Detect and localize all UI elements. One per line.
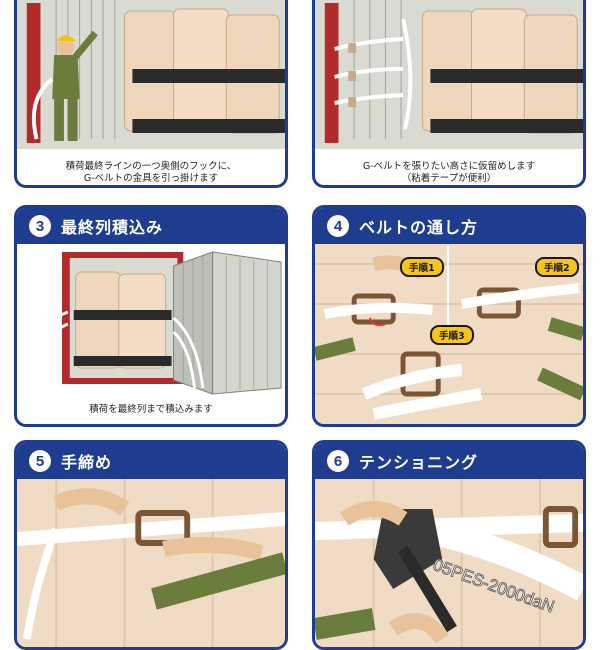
caption-line-2: G-ベルトの金具を引っ掛けます	[83, 173, 219, 184]
panel-step-2: G-ベルトを張りたい高さに仮留めします （粘着テープが便利）	[312, 0, 586, 188]
illustration-ratchet-tensioning	[315, 479, 583, 647]
caption-line-2: （粘着テープが便利）	[401, 173, 497, 184]
panel-header: 5 手締め	[17, 443, 285, 479]
panel-step-5: 5 手締め	[14, 440, 288, 650]
illustration-hook-belt	[17, 0, 285, 149]
caption-line-1: 積荷を最終列まで積込みます	[89, 404, 213, 415]
step-number-badge: 5	[29, 450, 51, 472]
panel-step-6: 6 テンショニング 05PES-2000daN	[312, 440, 586, 650]
caption-step-3: 積荷を最終列まで積込みます	[17, 404, 285, 416]
caption-step-1: 積荷最終ラインの一つ奥側のフックに、 G-ベルトの金具を引っ掛けます	[17, 161, 285, 185]
panel-title: 手締め	[61, 453, 113, 472]
panel-header: 4 ベルトの通し方	[315, 208, 583, 244]
illustration-hand-tightening	[17, 479, 285, 647]
panel-step-1: 積荷最終ラインの一つ奥側のフックに、 G-ベルトの金具を引っ掛けます	[14, 0, 288, 188]
step-number-badge: 6	[327, 450, 349, 472]
illustration-final-row-loading	[17, 248, 285, 398]
caption-line-1: 積荷最終ラインの一つ奥側のフックに、	[65, 161, 237, 172]
panel-step-4: 4 ベルトの通し方 手順1 手順2 手順3	[312, 205, 586, 427]
step-number-badge: 4	[327, 215, 349, 237]
panel-header: 6 テンショニング	[315, 443, 583, 479]
step-badge-1: 手順1	[400, 257, 444, 277]
panel-title: 最終列積込み	[61, 218, 164, 237]
panel-title: ベルトの通し方	[359, 218, 479, 237]
caption-step-2: G-ベルトを張りたい高さに仮留めします （粘着テープが便利）	[315, 161, 583, 185]
step-badge-3: 手順3	[430, 325, 474, 345]
panel-title: テンショニング	[359, 453, 479, 472]
caption-line-1: G-ベルトを張りたい高さに仮留めします	[362, 161, 536, 172]
panel-header: 3 最終列積込み	[17, 208, 285, 244]
illustration-belt-temporary-fix	[315, 0, 583, 149]
panel-step-3: 3 最終列積込み 積荷を最終列まで積込みます	[14, 205, 288, 427]
step-number-badge: 3	[29, 215, 51, 237]
step-badge-2: 手順2	[535, 257, 579, 277]
